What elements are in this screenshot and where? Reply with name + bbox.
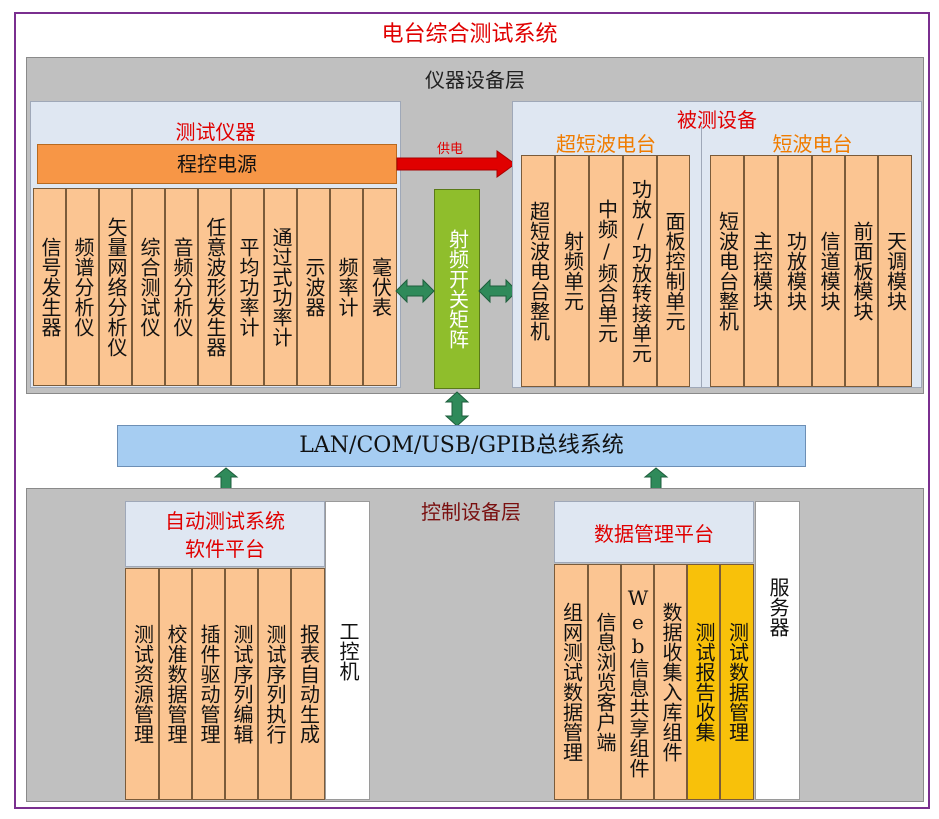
dp-data-collection-component: 数据收集入库组件 xyxy=(653,564,687,800)
hf-front-panel-module: 前面板模块 xyxy=(845,155,879,387)
instrument-oscilloscope: 示波器 xyxy=(297,188,330,386)
sw-auto-report-generation: 报表自动生成 xyxy=(291,568,325,800)
hf-module-list: 短波电台整机 主控模块 功放模块 信道模块 前面板模块 天调模块 xyxy=(710,155,913,387)
uhf-module-list: 超短波电台整机 射频单元 中频/频合单元 功放/功放转接单元 面板控制单元 xyxy=(521,155,690,387)
uhf-radio-title: 超短波电台 xyxy=(556,132,656,156)
instrument-vector-network-analyzer: 矢量网络分析仪 xyxy=(99,188,132,386)
instrument-millivoltmeter: 毫伏表 xyxy=(363,188,397,386)
dp-web-info-sharing-component: Web信息共享组件 xyxy=(620,564,654,800)
hf-radio-title: 短波电台 xyxy=(772,132,853,156)
software-platform-header xyxy=(125,501,325,567)
software-platform-title: 自动测试系统 软件平台 xyxy=(125,507,325,563)
dp-info-browsing-client: 信息浏览客户端 xyxy=(587,564,621,800)
system-title: 电台综合测试系统 xyxy=(381,22,558,47)
instrument-comprehensive-tester: 综合测试仪 xyxy=(132,188,165,386)
dut-title: 被测设备 xyxy=(677,108,757,132)
sw-calibration-data-management: 校准数据管理 xyxy=(158,568,192,800)
instrument-audio-analyzer: 音频分析仪 xyxy=(165,188,198,386)
bus-system: LAN/COM/USB/GPIB总线系统 xyxy=(117,425,806,467)
dp-network-test-data-management: 组网测试数据管理 xyxy=(554,564,588,800)
rf-switch-matrix: 射频开关矩阵 xyxy=(434,189,480,389)
matrix-bus-double-arrow xyxy=(444,391,470,427)
uhf-pa-unit: 功放/功放转接单元 xyxy=(622,155,657,387)
dut-divider xyxy=(701,126,702,388)
uhf-panel-control-unit: 面板控制单元 xyxy=(656,155,690,387)
uhf-if-synth-unit: 中频/频合单元 xyxy=(588,155,623,387)
sw-test-sequence-execution: 测试序列执行 xyxy=(258,568,292,800)
power-supply-arrow xyxy=(396,150,516,178)
hf-pa-module: 功放模块 xyxy=(777,155,812,387)
instrument-spectrum-analyzer: 频谱分析仪 xyxy=(66,188,99,386)
hf-channel-module: 信道模块 xyxy=(811,155,845,387)
data-platform-title: 数据管理平台 xyxy=(594,522,714,546)
test-instruments-title: 测试仪器 xyxy=(175,120,256,144)
software-platform-title-line2: 软件平台 xyxy=(185,537,265,561)
instruments-matrix-double-arrow xyxy=(395,278,435,304)
control-layer-title: 控制设备层 xyxy=(421,500,521,524)
industrial-pc: 工控机 xyxy=(325,501,370,800)
power-supply-label: 供电 xyxy=(437,142,464,157)
uhf-complete-radio: 超短波电台整机 xyxy=(521,155,555,387)
instrument-list: 信号发生器 频谱分析仪 矢量网络分析仪 综合测试仪 音频分析仪 任意波形发生器 … xyxy=(33,188,397,386)
programmable-power-supply: 程控电源 xyxy=(37,144,397,184)
hf-complete-radio: 短波电台整机 xyxy=(710,155,744,387)
data-platform-header xyxy=(554,501,754,563)
software-platform-title-line1: 自动测试系统 xyxy=(165,509,285,533)
uhf-rf-unit: 射频单元 xyxy=(554,155,589,387)
instrument-arbitrary-waveform-generator: 任意波形发生器 xyxy=(198,188,231,386)
server: 服务器 xyxy=(755,501,800,800)
hf-main-control-module: 主控模块 xyxy=(743,155,778,387)
sw-test-resource-management: 测试资源管理 xyxy=(125,568,159,800)
hf-antenna-tuner-module: 天调模块 xyxy=(878,155,913,387)
instrument-layer-title: 仪器设备层 xyxy=(425,68,525,92)
software-module-list: 测试资源管理 校准数据管理 插件驱动管理 测试序列编辑 测试序列执行 报表自动生… xyxy=(125,568,325,800)
dp-test-data-management: 测试数据管理 xyxy=(720,564,754,800)
instrument-through-power-meter: 通过式功率计 xyxy=(264,188,297,386)
sw-test-sequence-editing: 测试序列编辑 xyxy=(224,568,258,800)
instrument-signal-generator: 信号发生器 xyxy=(33,188,66,386)
instrument-frequency-counter: 频率计 xyxy=(330,188,363,386)
instrument-average-power-meter: 平均功率计 xyxy=(231,188,264,386)
dp-test-report-collection: 测试报告收集 xyxy=(687,564,721,800)
sw-plugin-driver-management: 插件驱动管理 xyxy=(191,568,225,800)
data-platform-module-list: 组网测试数据管理 信息浏览客户端 Web信息共享组件 数据收集入库组件 测试报告… xyxy=(554,564,754,800)
